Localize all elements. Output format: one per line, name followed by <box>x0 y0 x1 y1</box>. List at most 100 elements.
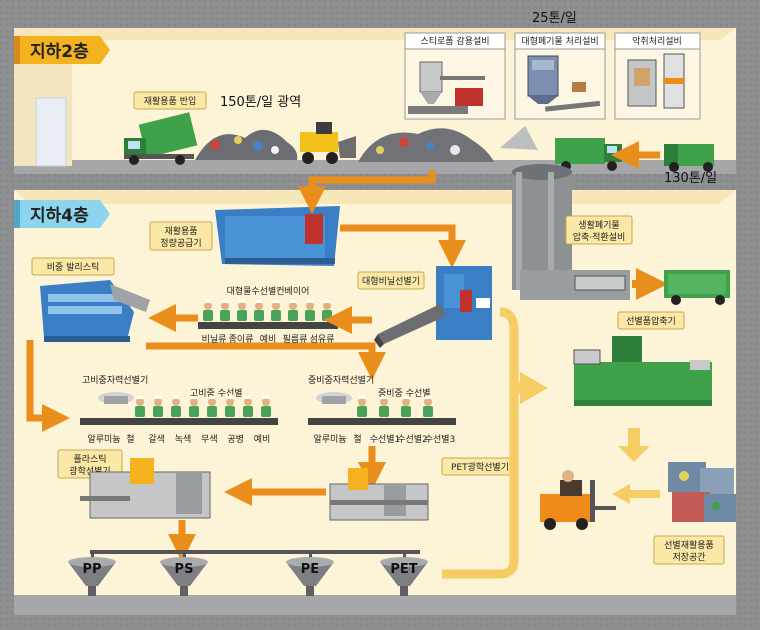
bin-pe: PE <box>286 550 334 596</box>
mid-density-item-label: 수선별1 <box>370 434 401 445</box>
door <box>35 97 67 167</box>
bag-sorter-label: 대형비닐선별기 <box>357 271 425 290</box>
worker-figure <box>237 300 247 321</box>
bin-label: PP <box>82 562 101 577</box>
arrow-forklift-to-storage <box>612 484 660 504</box>
capacity-incoming: 130톤/일 <box>664 171 717 186</box>
mid-density-belt <box>308 392 456 425</box>
arrow-to-bag-sorter <box>340 224 466 268</box>
svg-text:압축·적환설비: 압축·적환설비 <box>573 231 626 243</box>
capacity-top: 25톤/일 <box>532 11 577 26</box>
feeder-machine <box>215 206 340 266</box>
transfer-truck <box>664 270 730 305</box>
worker-figure <box>271 300 281 321</box>
garbage-truck-right <box>664 144 714 172</box>
arrow-to-mid-density <box>146 342 386 380</box>
svg-text:PET광학선별기: PET광학선별기 <box>451 461 509 473</box>
worker-figure <box>135 396 145 417</box>
plastic-optical-machine <box>80 458 211 519</box>
compressor-label: 선별품압축기 <box>617 311 685 330</box>
wheel-loader <box>300 122 356 164</box>
arrow-to-compressor <box>520 372 548 404</box>
conveyor-title: 대형물수선별컨베이어 <box>227 286 310 297</box>
capacity-regional: 150톤/일 광역 <box>220 95 301 110</box>
floor-tag-b2: 지하2층 <box>14 36 110 64</box>
worker-figure <box>220 300 230 321</box>
bin-pp: PP <box>68 550 116 596</box>
odor-treatment-unit: 악취처리설비 <box>614 32 701 120</box>
conveyor-item-label: 종이류 <box>229 334 254 345</box>
high-density-hand-title: 고비중 수선별 <box>190 388 243 399</box>
conveyor-item-label: 섬유류 <box>310 334 335 345</box>
worker-figure <box>225 396 235 417</box>
ballistic-machine <box>40 280 150 342</box>
compressor-machine <box>573 336 712 406</box>
high-density-air-title: 고비중자력선별기 <box>82 374 148 386</box>
high-density-item-label: 예비 <box>254 434 271 445</box>
mid-density-item-label: 수선별2 <box>397 434 428 445</box>
bin-pet: PET <box>380 550 428 596</box>
garbage-truck-left <box>124 112 198 165</box>
pet-optical-machine <box>329 468 429 521</box>
recycling-intake-label: 재활용품 반입 <box>133 91 207 110</box>
svg-text:스티로폼 감용설비: 스티로폼 감용설비 <box>420 35 489 47</box>
conveyor-belt <box>198 300 338 329</box>
worker-figure <box>254 300 264 321</box>
svg-text:재활용품 반입: 재활용품 반입 <box>144 95 197 107</box>
arrow-bag-to-compressor-loop <box>442 307 519 579</box>
svg-text:악취처리설비: 악취처리설비 <box>632 35 682 47</box>
storage-bales <box>668 462 736 522</box>
svg-text:정량공급기: 정량공급기 <box>160 237 201 249</box>
svg-text:비중 발리스틱: 비중 발리스틱 <box>47 261 100 273</box>
arrow-ballistic-down <box>26 340 70 432</box>
forklift <box>540 470 616 530</box>
pet-optical-label: PET광학선별기 <box>441 457 519 476</box>
worker-figure <box>207 396 217 417</box>
mid-density-item-label: 수선별3 <box>425 434 456 445</box>
arrow-compressor-down <box>618 428 650 462</box>
svg-text:대형폐기물 처리설비: 대형폐기물 처리설비 <box>521 35 598 47</box>
feeder-label: 재활용품 정량공급기 <box>149 221 213 251</box>
bin-label: PE <box>301 562 319 577</box>
svg-text:지하2층: 지하2층 <box>30 42 89 62</box>
high-density-item-label: 공병 <box>227 434 244 445</box>
high-density-belt <box>80 392 278 425</box>
high-density-item-label: 녹색 <box>175 434 192 445</box>
conveyor-item-label: 비닐류 <box>202 334 227 345</box>
svg-text:생활폐기물: 생활폐기물 <box>578 219 619 231</box>
worker-figure <box>189 396 199 417</box>
worker-figure <box>401 396 411 417</box>
svg-text:대형비닐선별기: 대형비닐선별기 <box>362 276 420 287</box>
waste-pile-2 <box>358 128 494 162</box>
storage-label: 선별재활용품 저장공간 <box>653 535 725 565</box>
high-density-item-label: 무색 <box>201 434 218 445</box>
high-density-item-label: 철 <box>126 434 134 445</box>
bin-ps: PS <box>160 550 208 596</box>
worker-figure <box>379 396 389 417</box>
worker-figure <box>423 396 433 417</box>
mid-density-hand-title: 중비중 수선별 <box>378 388 431 399</box>
styrofoam-unit: 스티로폼 감용설비 <box>404 32 506 120</box>
svg-text:플라스틱: 플라스틱 <box>73 453 106 465</box>
worker-figure <box>171 396 181 417</box>
bin-label: PS <box>175 562 194 577</box>
worker-figure <box>305 300 315 321</box>
high-density-item-label: 알루미늄 <box>87 434 120 445</box>
worker-figure <box>153 396 163 417</box>
bulky-waste-unit: 대형폐기물 처리설비 <box>514 32 606 120</box>
compaction-silo <box>500 126 630 300</box>
worker-figure <box>243 396 253 417</box>
svg-text:지하4층: 지하4층 <box>30 206 89 226</box>
bin-label: PET <box>390 562 417 577</box>
conveyor-item-label: 예비 <box>260 334 277 345</box>
svg-text:선별재활용품: 선별재활용품 <box>664 539 714 551</box>
svg-text:선별품압축기: 선별품압축기 <box>626 315 676 327</box>
worker-figure <box>261 396 271 417</box>
waste-pile-1 <box>195 129 298 160</box>
high-density-item-label: 갈색 <box>148 434 165 445</box>
conveyor-item-label: 필름류 <box>283 333 308 345</box>
worker-figure <box>357 396 367 417</box>
floor-tag-b4: 지하4층 <box>14 200 110 228</box>
